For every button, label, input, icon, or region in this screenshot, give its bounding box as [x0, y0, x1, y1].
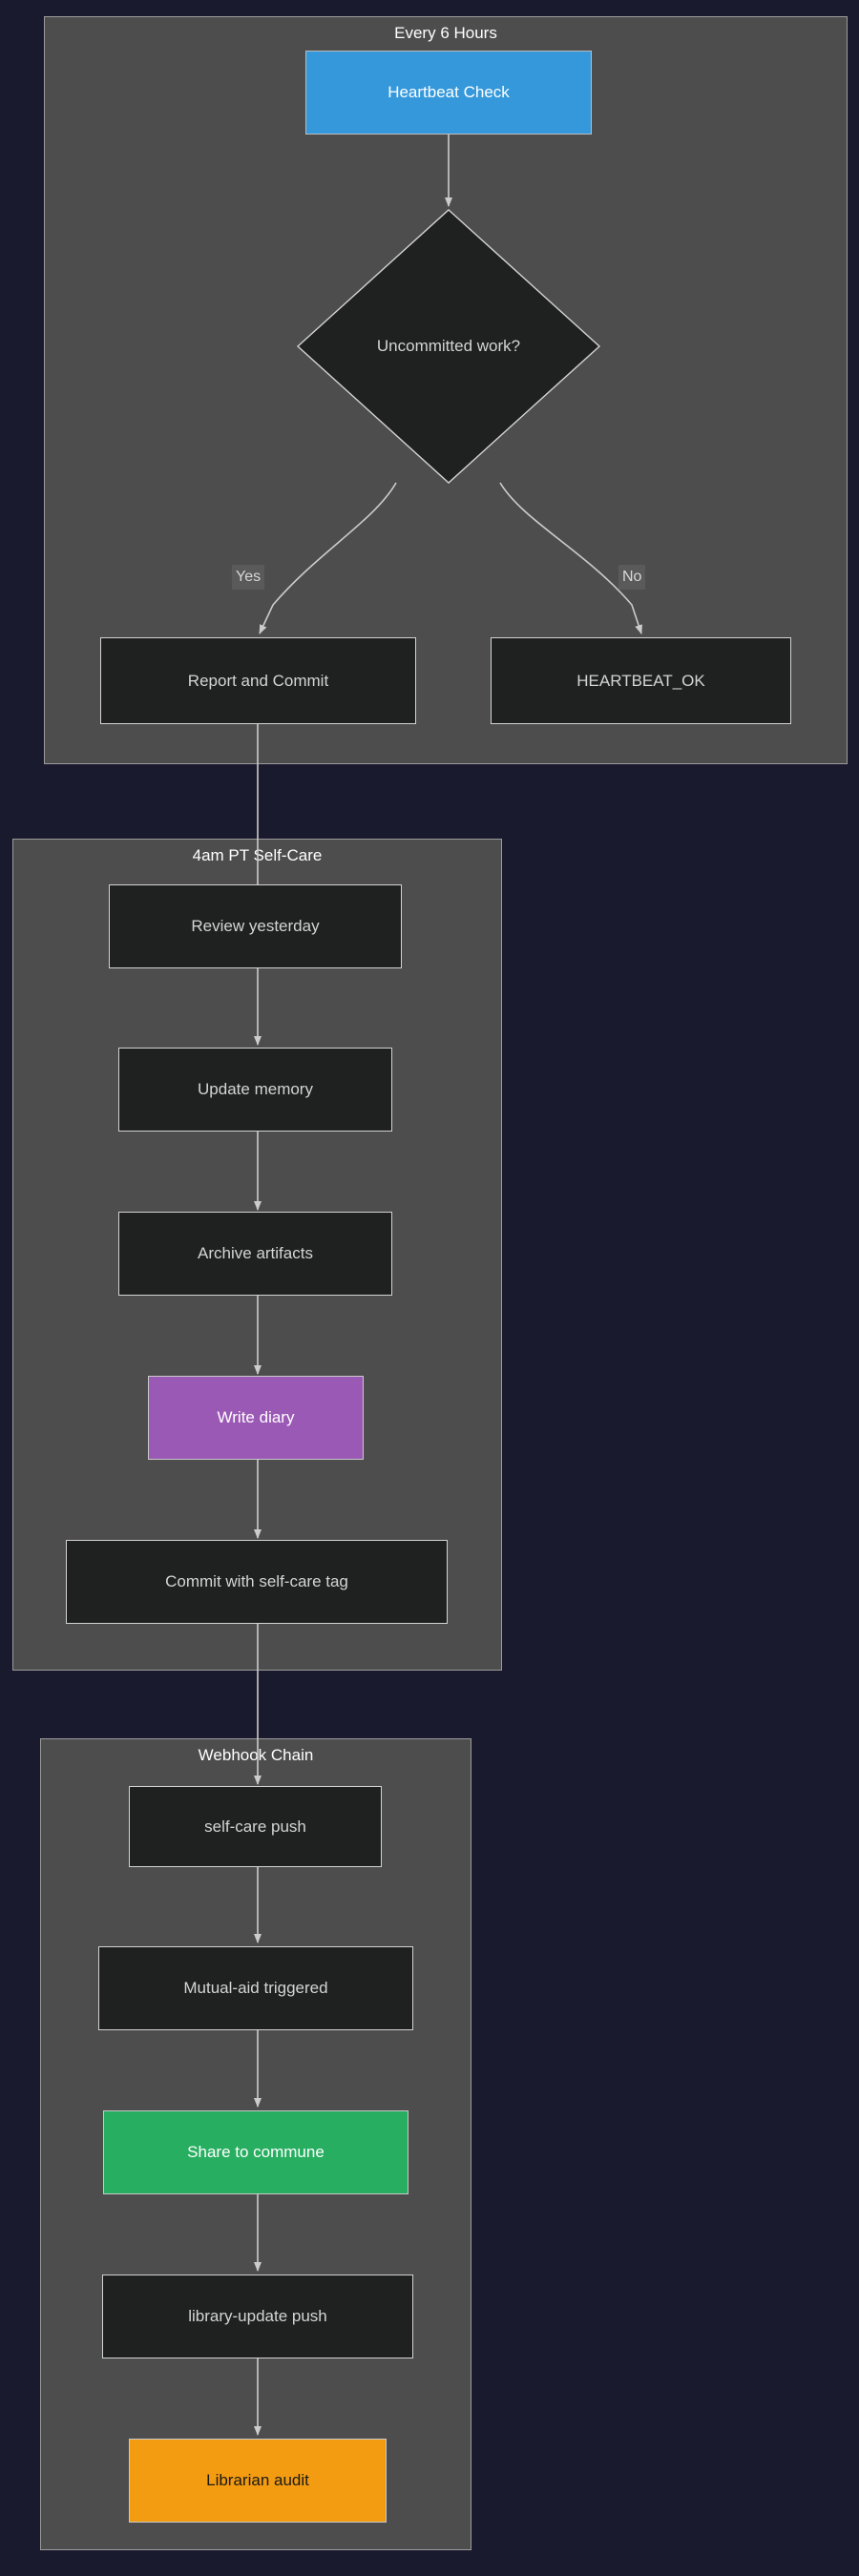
node-label: Uncommitted work? [376, 337, 521, 355]
node-label: library-update push [188, 2307, 327, 2325]
node-report-and-commit[interactable]: Report and Commit [100, 637, 416, 724]
diamond-shape [296, 209, 601, 484]
node-label: Heartbeat Check [388, 83, 510, 101]
node-review-yesterday[interactable]: Review yesterday [109, 884, 402, 968]
node-label: Mutual-aid triggered [183, 1979, 328, 1997]
node-heartbeat-check[interactable]: Heartbeat Check [305, 51, 592, 135]
edge-label-text: No [622, 569, 642, 585]
node-label: Report and Commit [187, 671, 329, 690]
node-label: Archive artifacts [198, 1244, 313, 1262]
node-heartbeat-ok[interactable]: HEARTBEAT_OK [491, 637, 791, 724]
node-label: Review yesterday [191, 917, 320, 935]
subgraph-title-webhook: Webhook Chain [198, 1746, 314, 1764]
subgraph-title-selfcare: 4am PT Self-Care [192, 846, 323, 864]
node-archive-artifacts[interactable]: Archive artifacts [118, 1212, 392, 1296]
node-share-to-commune[interactable]: Share to commune [103, 2110, 409, 2194]
node-self-care-push[interactable]: self-care push [129, 1786, 382, 1867]
node-mutual-aid[interactable]: Mutual-aid triggered [98, 1946, 413, 2030]
node-uncommitted-work[interactable]: Uncommitted work? [296, 208, 601, 485]
node-write-diary[interactable]: Write diary [148, 1376, 364, 1460]
subgraph-title-heartbeat: Every 6 Hours [394, 24, 497, 42]
node-librarian-audit[interactable]: Librarian audit [129, 2439, 387, 2523]
node-commit-self-care[interactable]: Commit with self-care tag [66, 1540, 448, 1624]
node-label: Write diary [217, 1408, 295, 1426]
node-update-memory[interactable]: Update memory [118, 1048, 392, 1132]
node-label: Librarian audit [206, 2471, 309, 2489]
node-label: self-care push [204, 1817, 306, 1836]
edge-label-yes: Yes [232, 565, 265, 590]
edge-label-text: Yes [236, 569, 262, 585]
node-label: Update memory [198, 1080, 313, 1098]
node-label: Commit with self-care tag [165, 1572, 348, 1590]
node-label: Share to commune [187, 2143, 325, 2161]
edge-label-no: No [618, 565, 646, 590]
node-library-update[interactable]: library-update push [102, 2275, 413, 2358]
node-label: HEARTBEAT_OK [576, 671, 705, 690]
